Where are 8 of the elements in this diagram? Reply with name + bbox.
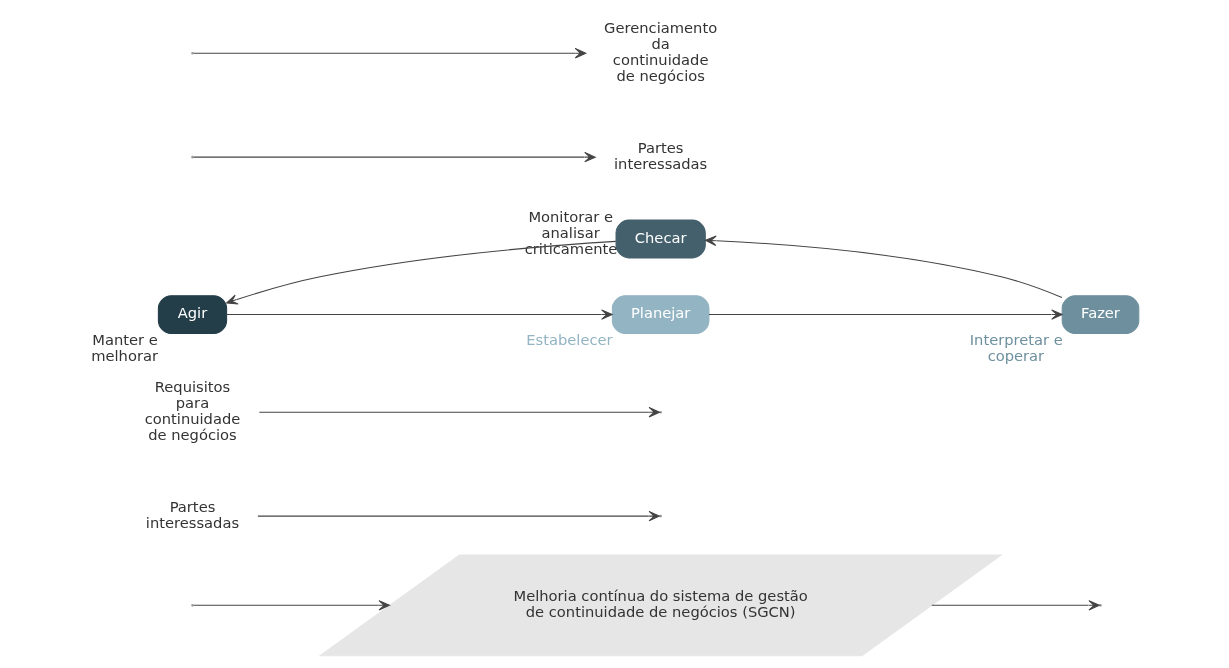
node-label: Monitorar e analisar criticamente xyxy=(524,208,617,257)
node-text: Partes interessadas xyxy=(613,139,707,172)
node-text: Requisitos para continuidade de negócios xyxy=(144,378,240,443)
node-label: Manter e melhorar xyxy=(90,331,158,364)
node-text: Gerenciamento da continuidade de negócios xyxy=(603,19,717,84)
node-label: Interpretar e coperar xyxy=(969,331,1063,364)
node-text: Partes interessadas xyxy=(145,498,239,531)
node-label: Estabelecer xyxy=(525,331,613,349)
